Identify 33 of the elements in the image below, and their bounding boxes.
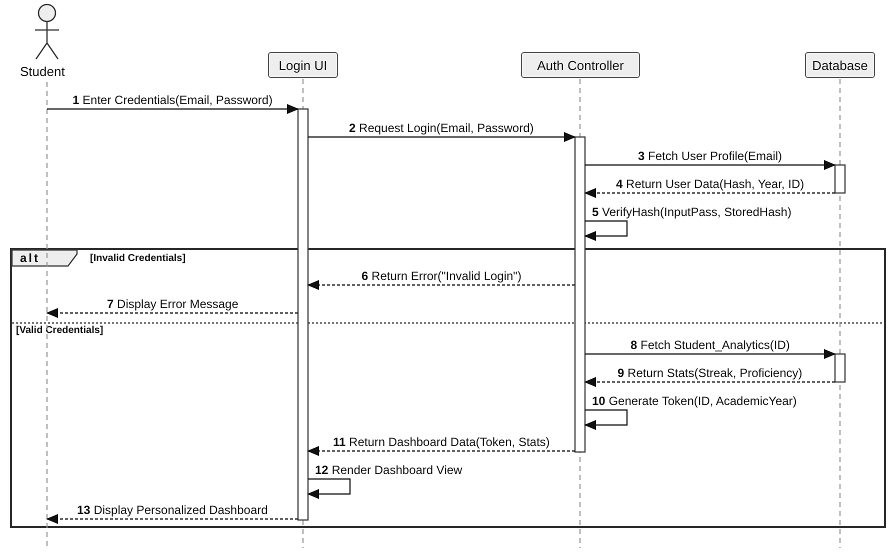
guard-condition: [Valid Credentials] [16,324,104,338]
return-message-arrow [46,308,298,318]
message-label: 13 Display Personalized Dashboard [76,503,269,517]
message-label: 12 Render Dashboard View [314,463,464,477]
message-label: 8 Fetch Student_Analytics(ID) [630,338,791,352]
fragment-operator: alt [20,251,40,265]
message-arrow [585,160,836,170]
self-message-arrow [307,478,351,499]
actor-name: Student [20,65,65,79]
message-label: 4 Return User Data(Hash, Year, ID) [615,177,806,191]
message-label: 9 Return Stats(Streak, Proficiency) [616,366,804,380]
participant-box: Auth Controller [521,52,640,78]
return-message-arrow [307,280,575,290]
self-message-arrow [584,409,628,430]
message-arrow [585,349,836,359]
message-label: 10 Generate Token(ID, AcademicYear) [591,394,798,408]
message-label: 7 Display Error Message [106,297,240,311]
self-message-arrow [584,220,628,241]
participant-box: Login UI [268,52,338,78]
message-arrow [47,104,299,114]
return-message-arrow [307,446,575,456]
return-message-arrow [584,188,835,198]
message-label: 11 Return Dashboard Data(Token, Stats) [332,435,551,449]
return-message-arrow [584,377,835,387]
message-arrow [308,132,576,142]
message-label: 3 Fetch User Profile(Email) [637,149,784,163]
participant-box: Database [805,52,875,78]
guard-condition: [Invalid Credentials] [90,252,186,266]
message-label: 2 Request Login(Email, Password) [348,121,535,135]
message-label: 1 Enter Credentials(Email, Password) [72,93,274,107]
message-label: 6 Return Error("Invalid Login") [360,269,522,283]
return-message-arrow [46,514,298,524]
message-label: 5 VerifyHash(InputPass, StoredHash) [591,205,792,219]
